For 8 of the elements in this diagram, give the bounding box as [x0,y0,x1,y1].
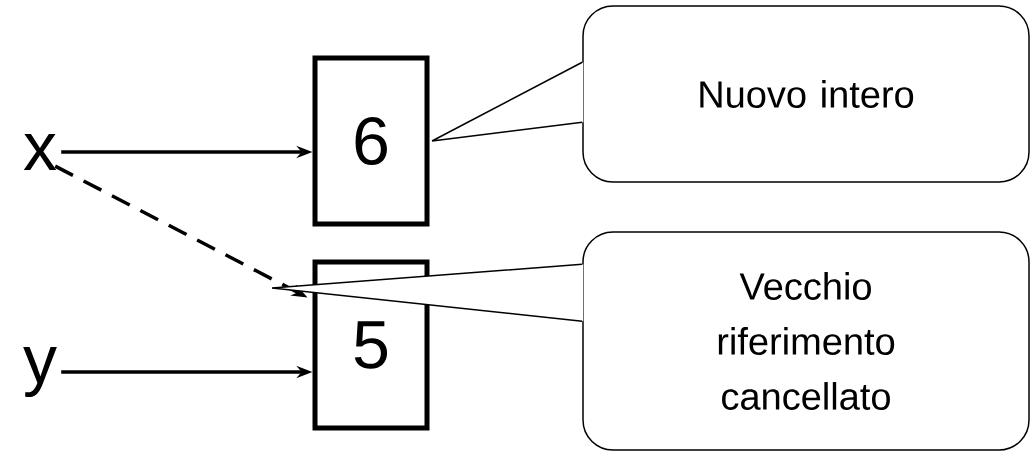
value-box: 5 [312,259,430,431]
callout-box: Nuovo intero [582,5,1030,183]
callout-pointer [271,263,584,322]
variable-label: y [23,347,57,397]
callout-pointer [431,61,584,142]
callout-box: Vecchio riferimento cancellato [582,231,1030,451]
value-box: 6 [312,55,430,227]
variable-label: x [23,134,57,170]
